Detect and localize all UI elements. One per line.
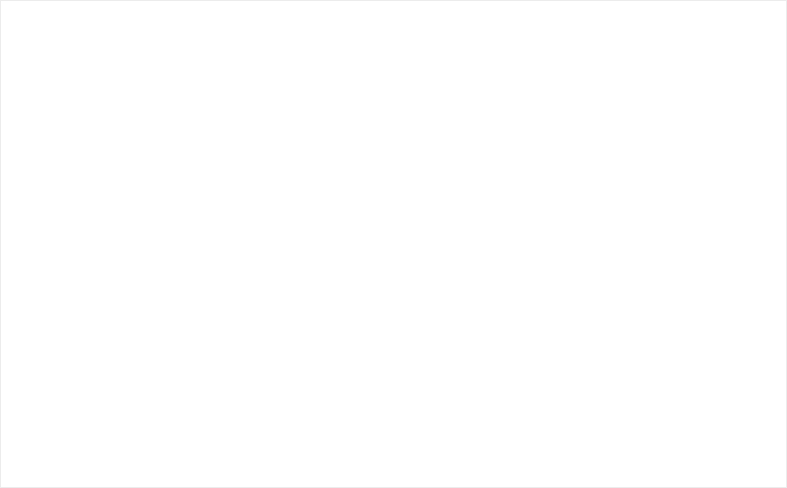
iridology-chart-page [0, 0, 787, 488]
iris-diagrams-canvas [1, 1, 787, 488]
